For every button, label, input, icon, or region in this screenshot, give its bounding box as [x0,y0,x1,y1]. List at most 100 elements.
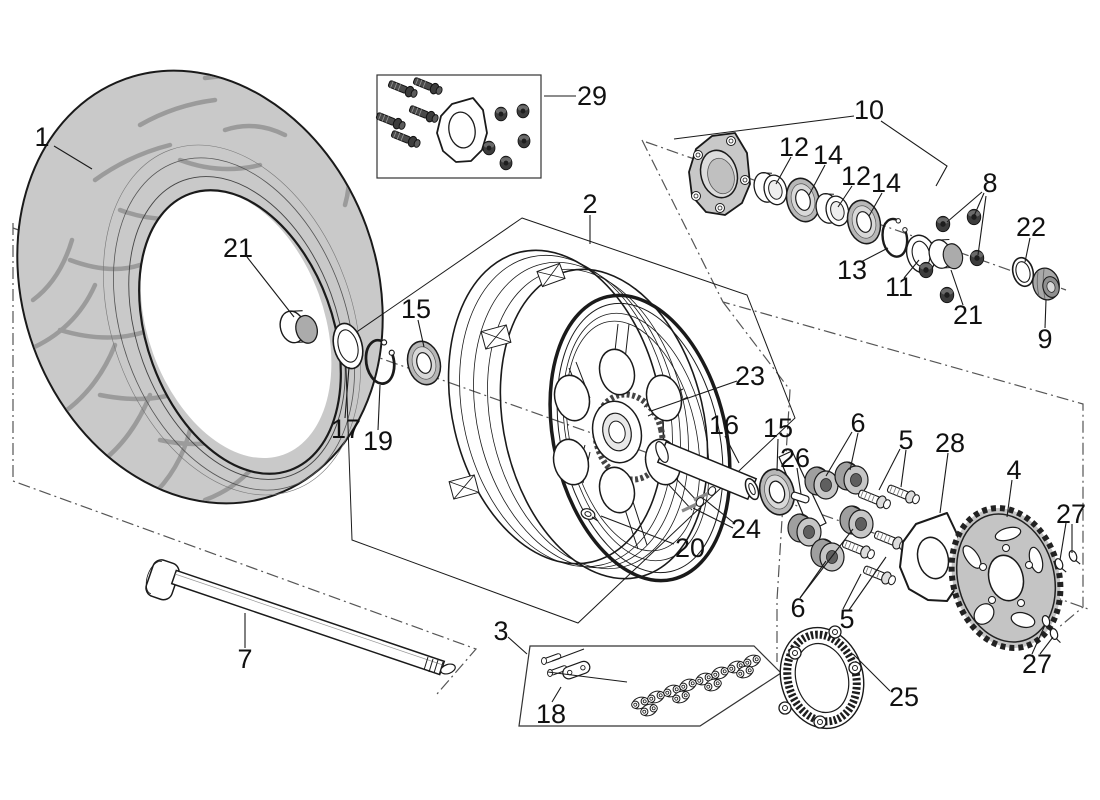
leader-line [344,366,350,419]
callout-14-bearing: 14 [868,168,901,217]
callout-label: 15 [763,413,793,443]
callout-label: 3 [493,616,508,646]
leader-line [849,432,859,471]
leader-line [808,164,826,196]
leader-line [703,498,735,524]
callout-label: 5 [898,425,913,455]
callout-label: 8 [982,168,997,198]
callout-label: 22 [1016,212,1046,242]
callout-14-bearing: 14 [808,140,843,196]
part-rear-wheel-rim [447,249,732,583]
leader-line [825,431,853,477]
callout-12-spacer-bushing: 12 [837,161,871,208]
leader-line [377,384,381,431]
leader-line [507,636,528,655]
callout-1-tire: 1 [34,122,93,170]
callout-21-spacer-bushing: 21 [223,233,295,318]
leader-line [796,467,802,495]
callout-label: 21 [953,300,983,330]
leader-line [692,507,734,529]
callout-22-washer-ring: 22 [1016,212,1046,263]
part-washer-ring-22 [1011,256,1035,288]
part-spacer-bushing-12a [750,167,791,211]
part-abs-sensor-ring [778,625,865,730]
part-fastener-kit-box [374,74,542,179]
callout-27-clips: 27 [1056,499,1086,561]
part-chain-kit-box [518,645,782,727]
part-rear-axle [145,559,456,676]
callout-label: 15 [401,294,431,324]
part-seal-ring [332,322,364,370]
callout-7-rear-axle: 7 [237,613,253,674]
callout-label: 24 [731,514,761,544]
callout-label: 29 [577,81,607,111]
callout-label: 27 [1056,499,1086,529]
callout-label: 7 [237,644,252,674]
callout-2-rear-wheel-rim: 2 [582,189,598,244]
leader-line [842,573,862,610]
callout-label: 9 [1037,324,1052,354]
callout-label: 4 [1006,455,1021,485]
callout-label: 14 [813,140,843,170]
callout-label: 16 [709,410,739,440]
callout-5-sprocket-stud: 5 [878,425,914,491]
part-hub-flange [688,132,751,216]
leader-line [650,380,738,412]
part-pin [790,491,810,504]
leader-line [973,192,985,217]
callout-label: 21 [223,233,253,263]
leader-line [417,319,425,348]
part-axle-nut-9 [1032,267,1060,301]
leader-line [868,192,883,217]
callout-24-screws: 24 [692,498,761,544]
leader-line [600,515,675,545]
leader-line [946,191,983,223]
leader-line [939,452,949,514]
callout-label: 6 [790,593,805,623]
callout-15-bearing: 15 [401,294,431,348]
leader-line [837,185,853,208]
leader-line [775,156,792,185]
callout-28-sprocket-carrier-plate: 28 [935,428,965,514]
callout-label: 13 [837,255,867,285]
callout-9-axle-nut: 9 [1037,299,1053,354]
callout-label: 23 [735,361,765,391]
flange-lug-holes [691,136,750,213]
leader-line [551,686,562,703]
abs-ring-tabs [778,625,862,729]
callout-27-clips: 27 [1022,624,1054,679]
leader-line [848,556,887,611]
callout-29-fastener-kit-box: 29 [544,81,607,111]
leader-line [724,435,740,464]
callout-13-snap-ring: 13 [837,247,889,285]
callout-16-spacer-tube: 16 [709,410,740,464]
callout-label: 25 [889,682,919,712]
leader-line [673,115,855,140]
leader-line [1059,522,1067,561]
rim-balance-flags [448,262,566,500]
callout-23-hub-coupling: 23 [650,361,765,412]
part-tire [16,69,384,505]
callout-25-abs-sensor-ring: 25 [852,653,919,712]
leader-line [1044,299,1047,329]
leader-line [860,247,889,263]
callout-19-snap-ring: 19 [363,384,393,456]
callout-label: 19 [363,426,393,456]
callout-17-seal-ring: 17 [331,366,361,444]
callout-10-hub-flange-assembly: 10 [673,95,948,187]
callout-label: 28 [935,428,965,458]
part-bearing-14b [842,195,886,249]
leader-line [1031,624,1046,655]
callout-5-sprocket-stud: 5 [839,556,887,634]
callout-label: 10 [854,95,884,125]
callout-label: 26 [780,443,810,473]
leader-line [53,145,93,170]
callout-label: 20 [675,533,705,563]
callout-label: 12 [779,132,809,162]
callout-label: 27 [1022,649,1052,679]
callout-21-spacer-bushing: 21 [950,269,983,330]
part-rear-sprocket [948,505,1064,651]
leader-line [900,449,907,488]
